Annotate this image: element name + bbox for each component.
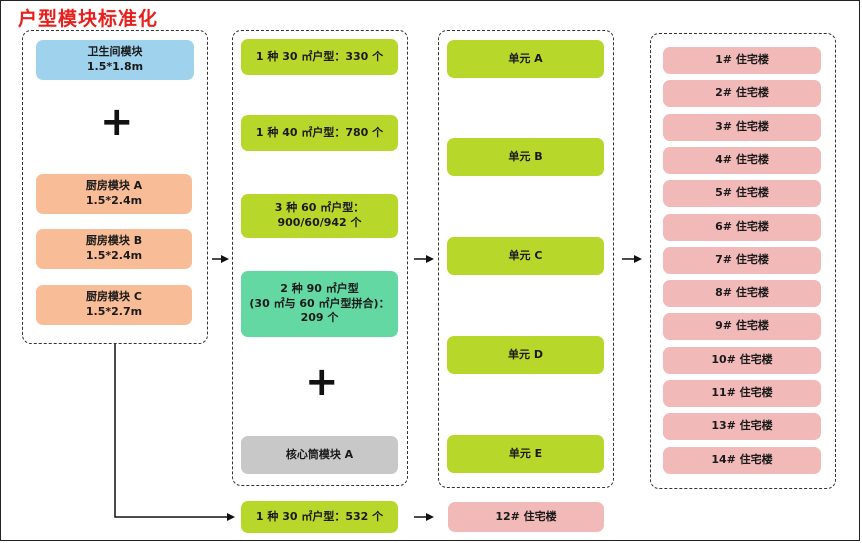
building-text: 4# 住宅楼 xyxy=(715,152,769,166)
unit-type-box: 3 种 60 ㎡户型： 900/60/942 个 xyxy=(241,194,398,238)
unit-type-text: 209 个 xyxy=(300,311,339,325)
unit-type-text: 1 种 30 ㎡户型：532 个 xyxy=(255,509,384,523)
unit-box: 单元 C xyxy=(447,237,604,275)
unit-type-text: 2 种 90 ㎡户型 xyxy=(280,281,359,295)
kitchen-module-box: 厨房模块 A 1.5*2.4m xyxy=(36,174,192,214)
kitchen-module-name: 厨房模块 C xyxy=(86,290,142,304)
building-box: 7# 住宅楼 xyxy=(663,246,821,274)
unit-text: 单元 C xyxy=(508,248,543,262)
building-box: 8# 住宅楼 xyxy=(663,280,821,308)
unit-type-text: 900/60/942 个 xyxy=(277,216,362,229)
plus-sign: + xyxy=(305,359,339,405)
bathroom-module-box: 卫生间模块 1.5*1.8m xyxy=(36,40,194,80)
kitchen-module-size: 1.5*2.7m xyxy=(85,305,143,318)
building-text: 7# 住宅楼 xyxy=(715,252,769,266)
unit-text: 单元 A xyxy=(508,51,543,65)
unit-box: 单元 A xyxy=(447,40,604,78)
unit-type-text: 1 种 30 ㎡户型：330 个 xyxy=(255,49,384,63)
building-group xyxy=(650,33,836,489)
building-text: 5# 住宅楼 xyxy=(715,186,769,200)
building-text: 13# 住宅楼 xyxy=(711,419,773,433)
combined-unit-type-box: 2 种 90 ㎡户型 (30 ㎡与 60 ㎡户型拼合)： 209 个 xyxy=(241,271,398,337)
building-text: 3# 住宅楼 xyxy=(715,119,769,133)
building-text: 1# 住宅楼 xyxy=(715,53,769,67)
kitchen-module-box: 厨房模块 B 1.5*2.4m xyxy=(36,229,192,269)
unit-box: 单元 D xyxy=(447,336,604,374)
unit-type-box: 1 种 30 ㎡户型：330 个 xyxy=(241,39,398,75)
building-text: 6# 住宅楼 xyxy=(715,219,769,233)
unit-type-text: 1 种 40 ㎡户型：780 个 xyxy=(255,125,384,139)
building-box: 13# 住宅楼 xyxy=(663,413,821,441)
unit-box: 单元 B xyxy=(447,138,604,176)
building-text: 14# 住宅楼 xyxy=(711,452,773,466)
unit-box: 单元 E xyxy=(447,435,604,473)
kitchen-module-size: 1.5*2.4m xyxy=(85,249,143,262)
building-box: 3# 住宅楼 xyxy=(663,113,821,141)
kitchen-module-name: 厨房模块 B xyxy=(85,234,143,248)
unit-type-group xyxy=(232,30,408,486)
building-text: 11# 住宅楼 xyxy=(711,386,773,400)
building-text: 9# 住宅楼 xyxy=(715,319,769,333)
bottom-building-box: 12# 住宅楼 xyxy=(448,502,604,532)
building-text: 8# 住宅楼 xyxy=(715,286,769,300)
core-module-box: 核心筒模块 A xyxy=(241,436,398,474)
building-text: 12# 住宅楼 xyxy=(495,509,557,523)
bathroom-module-name: 卫生间模块 xyxy=(87,45,143,59)
building-box: 4# 住宅楼 xyxy=(663,146,821,174)
unit-text: 单元 E xyxy=(508,446,543,460)
bottom-connector xyxy=(114,344,235,521)
unit-text: 单元 B xyxy=(508,149,543,163)
unit-group xyxy=(438,30,614,488)
building-box: 5# 住宅楼 xyxy=(663,180,821,208)
unit-type-box: 1 种 40 ㎡户型：780 个 xyxy=(241,115,398,151)
plus-sign: + xyxy=(100,99,134,145)
building-box: 2# 住宅楼 xyxy=(663,80,821,108)
building-text: 10# 住宅楼 xyxy=(711,352,773,366)
building-text: 2# 住宅楼 xyxy=(715,86,769,100)
bottom-unit-type-box: 1 种 30 ㎡户型：532 个 xyxy=(241,501,398,533)
building-box: 1# 住宅楼 xyxy=(663,47,821,74)
building-box: 9# 住宅楼 xyxy=(663,313,821,341)
page-title: 户型模块标准化 xyxy=(18,8,159,30)
building-box: 10# 住宅楼 xyxy=(663,346,821,374)
bathroom-module-size: 1.5*1.8m xyxy=(86,60,144,73)
kitchen-module-name: 厨房模块 A xyxy=(85,179,143,193)
module-group xyxy=(22,30,208,344)
unit-type-text: (30 ㎡与 60 ㎡户型拼合)： xyxy=(249,296,390,310)
unit-type-text: 3 种 60 ㎡户型： xyxy=(274,201,365,215)
unit-text: 单元 D xyxy=(508,347,543,361)
kitchen-module-size: 1.5*2.4m xyxy=(85,194,143,207)
kitchen-module-box: 厨房模块 C 1.5*2.7m xyxy=(36,285,192,325)
building-box: 6# 住宅楼 xyxy=(663,213,821,241)
core-module-text: 核心筒模块 A xyxy=(285,447,354,461)
building-box: 11# 住宅楼 xyxy=(663,380,821,407)
building-box: 14# 住宅楼 xyxy=(663,446,821,474)
